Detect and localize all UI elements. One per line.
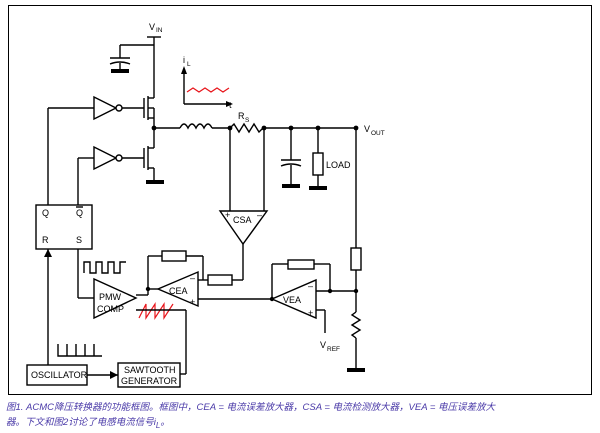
caption-line-1: 图1. ACMC降压转换器的功能框图。框图中，CEA = 电流误差放大器，CSA… [6, 402, 496, 413]
input-capacitor [109, 44, 154, 73]
t-label: t [229, 100, 232, 110]
vin-sub: IN [156, 27, 163, 34]
output-rail: V OUT [264, 124, 385, 137]
inductor-current-plot: i L t [181, 55, 233, 110]
vout-sub: OUT [371, 130, 385, 137]
load-resistor: LOAD [309, 128, 351, 190]
figure-caption: 图1. ACMC降压转换器的功能框图。框图中，CEA = 电流误差放大器，CSA… [6, 400, 594, 433]
ripple-waveform [186, 87, 230, 93]
acmc-buck-schematic: V IN [26, 22, 385, 388]
vea-label: VEA [283, 295, 301, 305]
ff-s: S [76, 235, 82, 245]
cea-plus: + [190, 297, 195, 307]
vea-minus: – [308, 281, 313, 291]
feedback-divider [347, 128, 365, 372]
ff-q: Q [42, 208, 49, 218]
vref-sub: REF [327, 346, 340, 353]
vref-label: V [320, 340, 326, 350]
cea-label: CEA [169, 286, 188, 296]
vin-node: V IN [147, 22, 163, 98]
pulse-waveform [83, 261, 126, 274]
caption-line-2-sub: L [155, 420, 161, 430]
pmw-line1: PMW [99, 292, 122, 302]
low-side-driver [78, 145, 144, 171]
csa-minus: – [257, 210, 262, 220]
pmw-line2: COMP [97, 304, 124, 314]
load-label: LOAD [326, 160, 351, 170]
csa-label: CSA [233, 215, 252, 225]
high-side-mosfet [143, 96, 155, 128]
diagram-frame [8, 5, 592, 395]
vout-label: V [364, 124, 370, 134]
rs-sub: S [245, 117, 250, 124]
caption-line-2a: 器。下文和图2讨论了电感电流信号i [6, 417, 156, 428]
current-error-amplifier: CEA – + [136, 250, 233, 308]
rs-label: R [238, 111, 245, 121]
high-side-driver [48, 95, 144, 121]
ff-qbar: Q [76, 208, 83, 218]
cea-minus: – [190, 273, 195, 283]
sawtooth-generator-block: SAWTOOTH GENERATOR [117, 353, 187, 388]
saw-line2: GENERATOR [121, 376, 178, 386]
sawtooth-waveform [138, 301, 174, 321]
low-side-mosfet [143, 128, 164, 184]
il-label: i [183, 55, 185, 65]
ff-r: R [42, 235, 49, 245]
oscillator-block: OSCILLATOR [26, 249, 118, 386]
il-sub: L [187, 61, 191, 68]
current-sense-amplifier: CSA + – [218, 128, 269, 281]
caption-line-2: 器。下文和图2讨论了电感电流信号iL。 [6, 415, 594, 433]
sense-resistor: R S [229, 111, 267, 134]
sr-flip-flop: Q Q R S [35, 108, 93, 250]
vin-label: V [149, 22, 155, 32]
caption-line-2b: 。 [160, 417, 170, 428]
voltage-error-amplifier: VEA – + V REF [198, 259, 356, 353]
output-capacitor [280, 128, 302, 188]
csa-plus: + [225, 210, 230, 220]
vea-plus: + [308, 308, 313, 318]
saw-line1: SAWTOOTH [124, 365, 176, 375]
pwm-comparator: PMW COMP [77, 249, 187, 353]
inductor [154, 123, 233, 131]
osc-label: OSCILLATOR [31, 370, 88, 380]
